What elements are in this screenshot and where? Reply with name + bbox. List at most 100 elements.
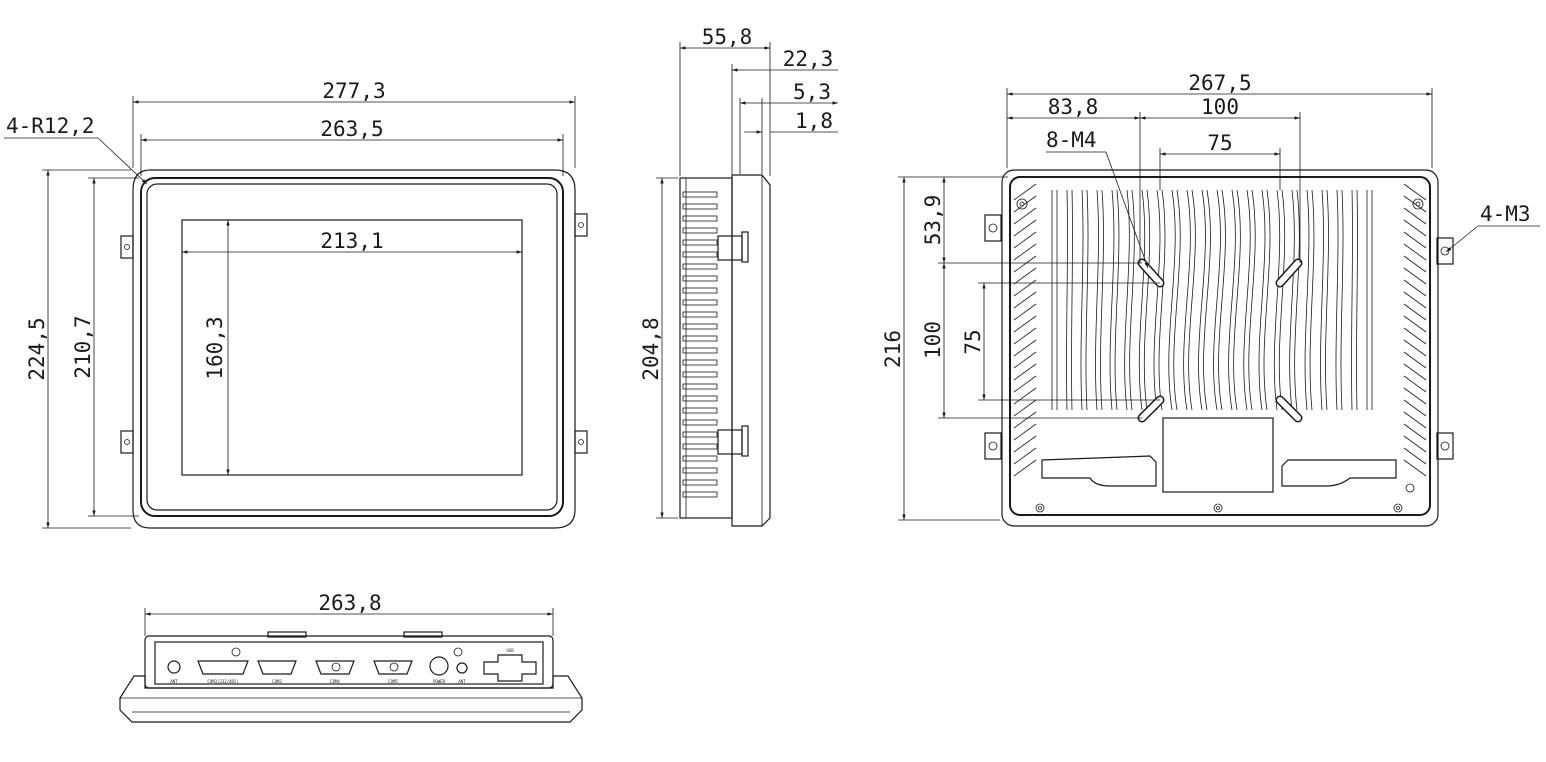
front-frame-width-label: 263,5	[320, 117, 383, 141]
side-fin	[682, 275, 718, 282]
rear-edge-fin-right	[1403, 435, 1427, 453]
rear-edge-fin-left	[1013, 327, 1037, 345]
side-depth-label: 55,8	[702, 25, 753, 49]
rear-edge-fin-left	[1013, 291, 1037, 309]
rear-fin	[1071, 189, 1073, 411]
rear-inner-frame	[1009, 176, 1431, 516]
side-fin	[682, 299, 718, 306]
port-label-power: POWER	[433, 679, 446, 684]
rear-edge-fin-right	[1403, 219, 1427, 237]
side-fin	[682, 455, 718, 462]
rear-fin	[1289, 189, 1295, 411]
side-fin	[682, 491, 718, 498]
rear-mount-holes-label: 4-M3	[1480, 202, 1531, 226]
rear-edge-fin-left	[1013, 459, 1037, 477]
side-fin	[682, 419, 718, 426]
side-heatsink-fins	[682, 191, 718, 498]
port-label-com5: COM5	[388, 679, 398, 684]
rear-edge-fin-left	[1013, 339, 1037, 357]
rear-fin	[1095, 189, 1099, 411]
rear-edge-fin-right	[1403, 315, 1427, 333]
rear-overall-height-label: 216	[881, 330, 905, 368]
rear-edge-fin-left	[1013, 219, 1037, 237]
rear-edge-fin-left	[1013, 387, 1037, 405]
rear-fin	[1085, 189, 1089, 411]
side-fin	[682, 467, 718, 474]
rear-fin	[1138, 189, 1146, 411]
rear-heatsink-fins	[1013, 183, 1427, 477]
front-frame-height-label: 210,7	[71, 315, 95, 378]
rear-edge-fin-right	[1403, 447, 1427, 465]
side-fin	[682, 227, 718, 234]
side-fin	[682, 443, 718, 450]
rear-fin	[1153, 189, 1161, 411]
rear-fin	[1304, 189, 1310, 411]
rear-edge-fin-right	[1403, 231, 1427, 249]
rear-top-offset-label: 53,9	[921, 195, 945, 246]
port-label-ant-2: ANT	[458, 679, 466, 684]
rear-fin	[1278, 189, 1286, 411]
rear-label-plate	[1162, 417, 1274, 493]
rear-fin	[1080, 189, 1084, 411]
rear-fin	[1340, 189, 1344, 411]
rear-fin	[1173, 189, 1181, 411]
bottom-bezel	[119, 675, 583, 723]
side-fin	[682, 407, 718, 414]
side-bezel-depth-label: 5,3	[793, 80, 831, 104]
rear-edge-fin-left	[1013, 411, 1037, 429]
rear-fin	[1325, 189, 1329, 411]
rear-edge-fin-right	[1403, 291, 1427, 309]
rear-vesa-large-width-label: 100	[1201, 95, 1239, 119]
side-fin	[682, 239, 718, 246]
port-label-com3: COM3	[272, 679, 282, 684]
port-label-com4: COM4	[330, 679, 340, 684]
port-label-usb: USB	[506, 648, 514, 653]
rear-fin	[1124, 189, 1130, 411]
rear-fin	[1066, 189, 1068, 411]
rear-fin	[1309, 189, 1315, 411]
rear-fin	[1263, 189, 1271, 411]
side-fin	[682, 215, 718, 222]
rear-edge-fin-right	[1403, 267, 1427, 285]
rear-fin	[1188, 189, 1196, 411]
rear-vesa-large-height-label: 100	[921, 321, 945, 359]
side-fin	[682, 431, 718, 438]
side-lip-depth-label: 1,8	[795, 109, 833, 133]
rear-edge-fin-right	[1403, 183, 1427, 201]
rear-fin	[1109, 189, 1115, 411]
side-fin	[682, 359, 718, 366]
front-outer-frame	[132, 169, 576, 529]
rear-slot-right	[1281, 459, 1397, 487]
side-fin	[682, 395, 718, 402]
side-fin	[682, 335, 718, 342]
side-fin	[682, 251, 718, 258]
rear-edge-fin-right	[1403, 387, 1427, 405]
rear-fin	[1233, 189, 1241, 411]
rear-fin	[1213, 189, 1221, 411]
rear-edge-fin-right	[1403, 255, 1427, 273]
rear-fin	[1351, 189, 1353, 411]
side-fin	[682, 191, 718, 198]
rear-offset-left-label: 83,8	[1048, 95, 1099, 119]
rear-mount-tabs	[984, 214, 1454, 460]
front-active-area	[181, 219, 523, 476]
rear-fin	[1183, 189, 1191, 411]
rear-edge-fin-left	[1013, 399, 1037, 417]
rear-edge-fin-right	[1403, 411, 1427, 429]
side-fin	[682, 323, 718, 330]
front-active-width-label: 213,1	[320, 229, 383, 253]
port-label-ant-1: ANT	[170, 679, 178, 684]
rear-slot-left	[1041, 455, 1157, 487]
rear-edge-fin-left	[1013, 303, 1037, 321]
rear-edge-fin-left	[1013, 183, 1037, 201]
rear-edge-fin-right	[1403, 327, 1427, 345]
rear-edge-fin-left	[1013, 267, 1037, 285]
rear-fin	[1143, 189, 1151, 411]
rear-edge-fin-left	[1013, 363, 1037, 381]
rear-fin	[1356, 189, 1358, 411]
rear-edge-fin-left	[1013, 423, 1037, 441]
side-fin	[682, 347, 718, 354]
rear-edge-fin-right	[1403, 363, 1427, 381]
rear-edge-fin-left	[1013, 243, 1037, 261]
rear-edge-fin-left	[1013, 375, 1037, 393]
